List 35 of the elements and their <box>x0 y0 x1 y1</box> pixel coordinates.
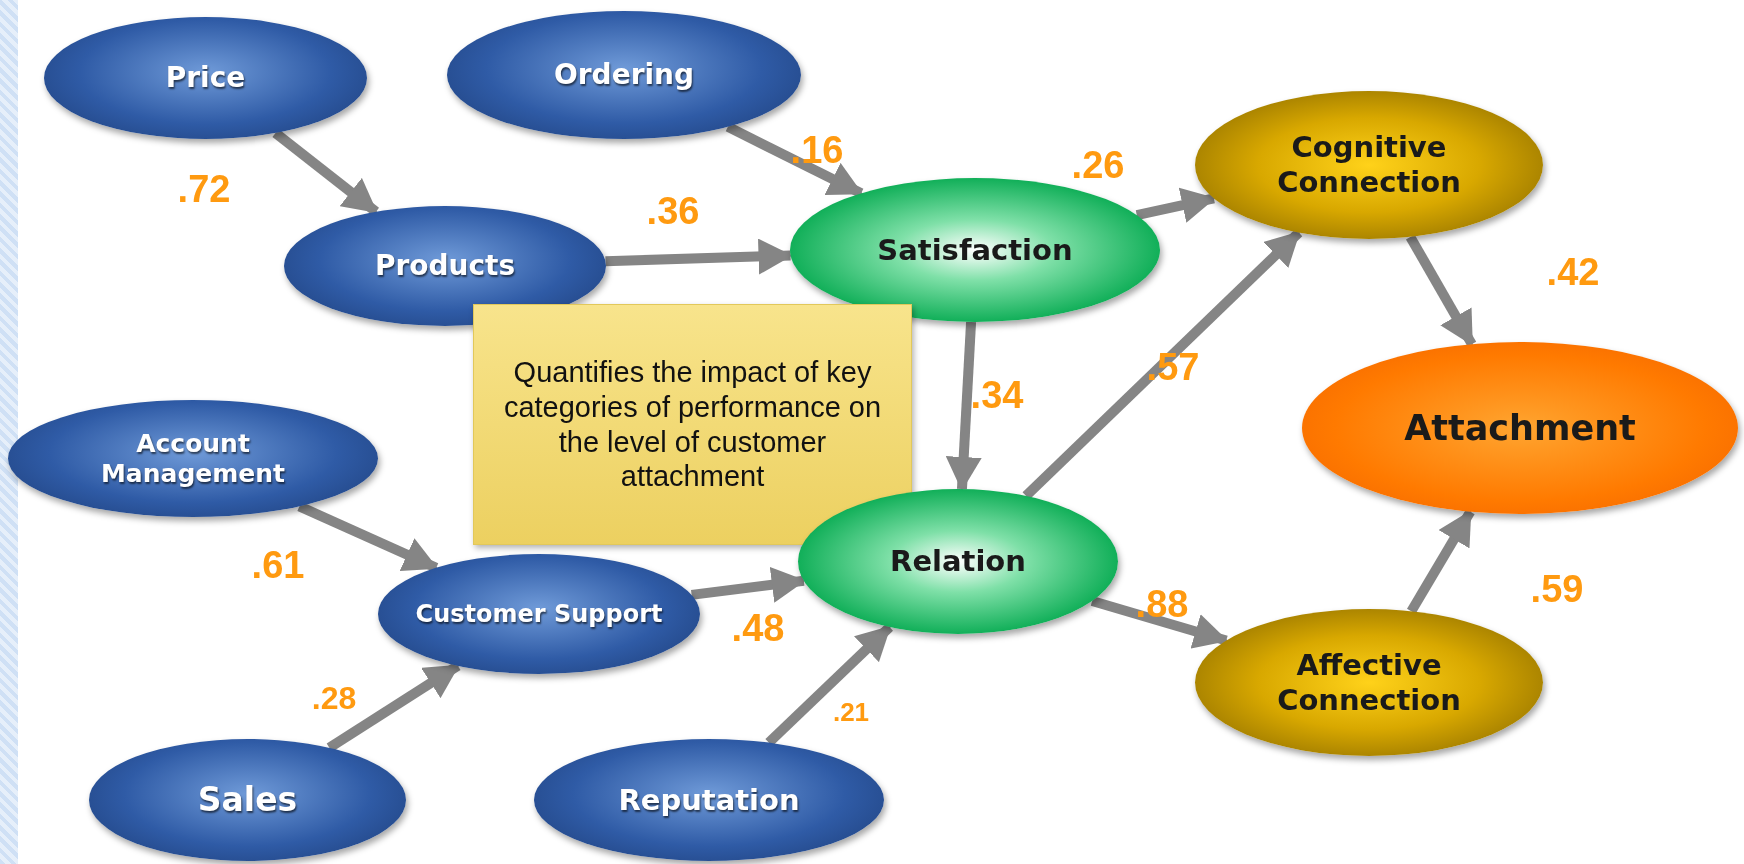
arrow <box>1135 187 1216 223</box>
node-label: Account Management <box>100 428 286 489</box>
edge-label: .34 <box>970 373 1024 417</box>
edge-label: .61 <box>251 543 305 587</box>
note-text: Quantifies the impact of key categories of performance on the level of customer attachment <box>502 354 883 495</box>
edge-label: .28 <box>311 679 357 717</box>
edge-label: .57 <box>1146 345 1200 389</box>
arrow <box>945 321 982 491</box>
node-label: Attachment <box>1404 407 1636 449</box>
node-label: Price <box>165 61 246 95</box>
arrow <box>1022 229 1303 500</box>
edge-label: .42 <box>1546 250 1600 294</box>
edge-label: .59 <box>1530 567 1584 611</box>
edge-label: .88 <box>1135 582 1189 626</box>
node-label: Satisfaction <box>877 232 1073 268</box>
node-label: Ordering <box>554 58 694 92</box>
arrow <box>1407 509 1475 614</box>
node-label: Products <box>374 249 516 283</box>
edge-label: .26 <box>1071 143 1125 187</box>
edge-label: .21 <box>832 696 870 728</box>
node-label: Reputation <box>618 782 800 818</box>
node-label: Relation <box>890 544 1026 579</box>
edge-label: .72 <box>177 167 231 211</box>
node-label: Cognitive Connection <box>1276 130 1462 200</box>
arrow <box>725 122 864 198</box>
node-label: Customer Support <box>415 599 663 629</box>
note-box <box>473 304 912 545</box>
edge-label: .16 <box>790 128 844 172</box>
node-label: Affective Connection <box>1276 647 1462 718</box>
edge-label: .36 <box>646 189 700 233</box>
arrow <box>1090 596 1229 649</box>
arrow <box>691 566 806 603</box>
arrow <box>1405 234 1477 347</box>
edge-label: .48 <box>731 606 785 650</box>
node-label: Sales <box>197 780 298 820</box>
